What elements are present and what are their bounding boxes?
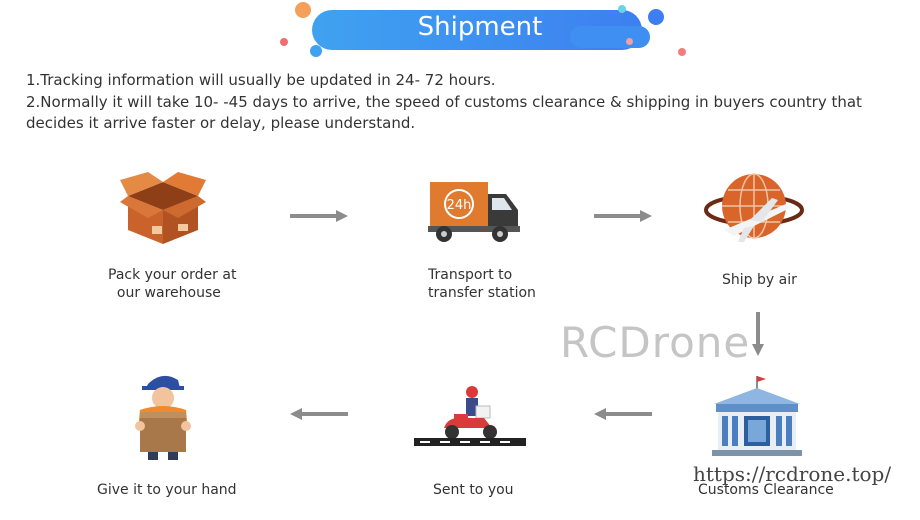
decor-dot — [648, 9, 664, 25]
arrow-left-icon — [290, 408, 348, 420]
step-label-give: Give it to your hand — [97, 482, 237, 498]
step-label-customs: Customs Clearance — [698, 482, 834, 498]
arrow-down-icon — [752, 312, 764, 356]
arrow-left-icon — [594, 408, 652, 420]
note-tracking: 1.Tracking information will usually be u… — [26, 71, 496, 89]
banner-title: Shipment — [417, 12, 543, 42]
step-label-sent: Sent to you — [433, 482, 514, 498]
watermark-text: RCDrone — [560, 318, 751, 367]
decor-dot — [626, 38, 633, 45]
decor-dot — [295, 2, 311, 18]
note-delivery-time: 2.Normally it will take 10- -45 days to … — [26, 92, 862, 133]
site-url: https://rcdrone.top/ — [693, 462, 892, 486]
shipment-banner: Shipment — [270, 0, 700, 60]
decor-dot — [280, 38, 288, 46]
package-box-icon — [120, 172, 206, 244]
customs-building-icon — [712, 376, 802, 456]
shipping-notes: 1.Tracking information will usually be u… — [26, 70, 906, 135]
step-label-transport: Transport to transfer station — [428, 267, 536, 301]
arrow-right-icon — [290, 210, 348, 222]
decor-dot — [678, 48, 686, 56]
airplane-globe-icon — [704, 173, 804, 242]
decor-dot — [310, 45, 322, 57]
arrow-right-icon — [594, 210, 652, 222]
truck-badge: 24h — [447, 198, 472, 213]
scooter-courier-icon — [414, 386, 526, 446]
decor-dot — [618, 5, 626, 13]
courier-holding-box-icon — [135, 375, 191, 460]
delivery-truck-icon: 24h — [428, 182, 520, 242]
step-label-ship-air: Ship by air — [722, 272, 797, 288]
step-label-pack: Pack your order at our warehouse — [108, 267, 237, 301]
